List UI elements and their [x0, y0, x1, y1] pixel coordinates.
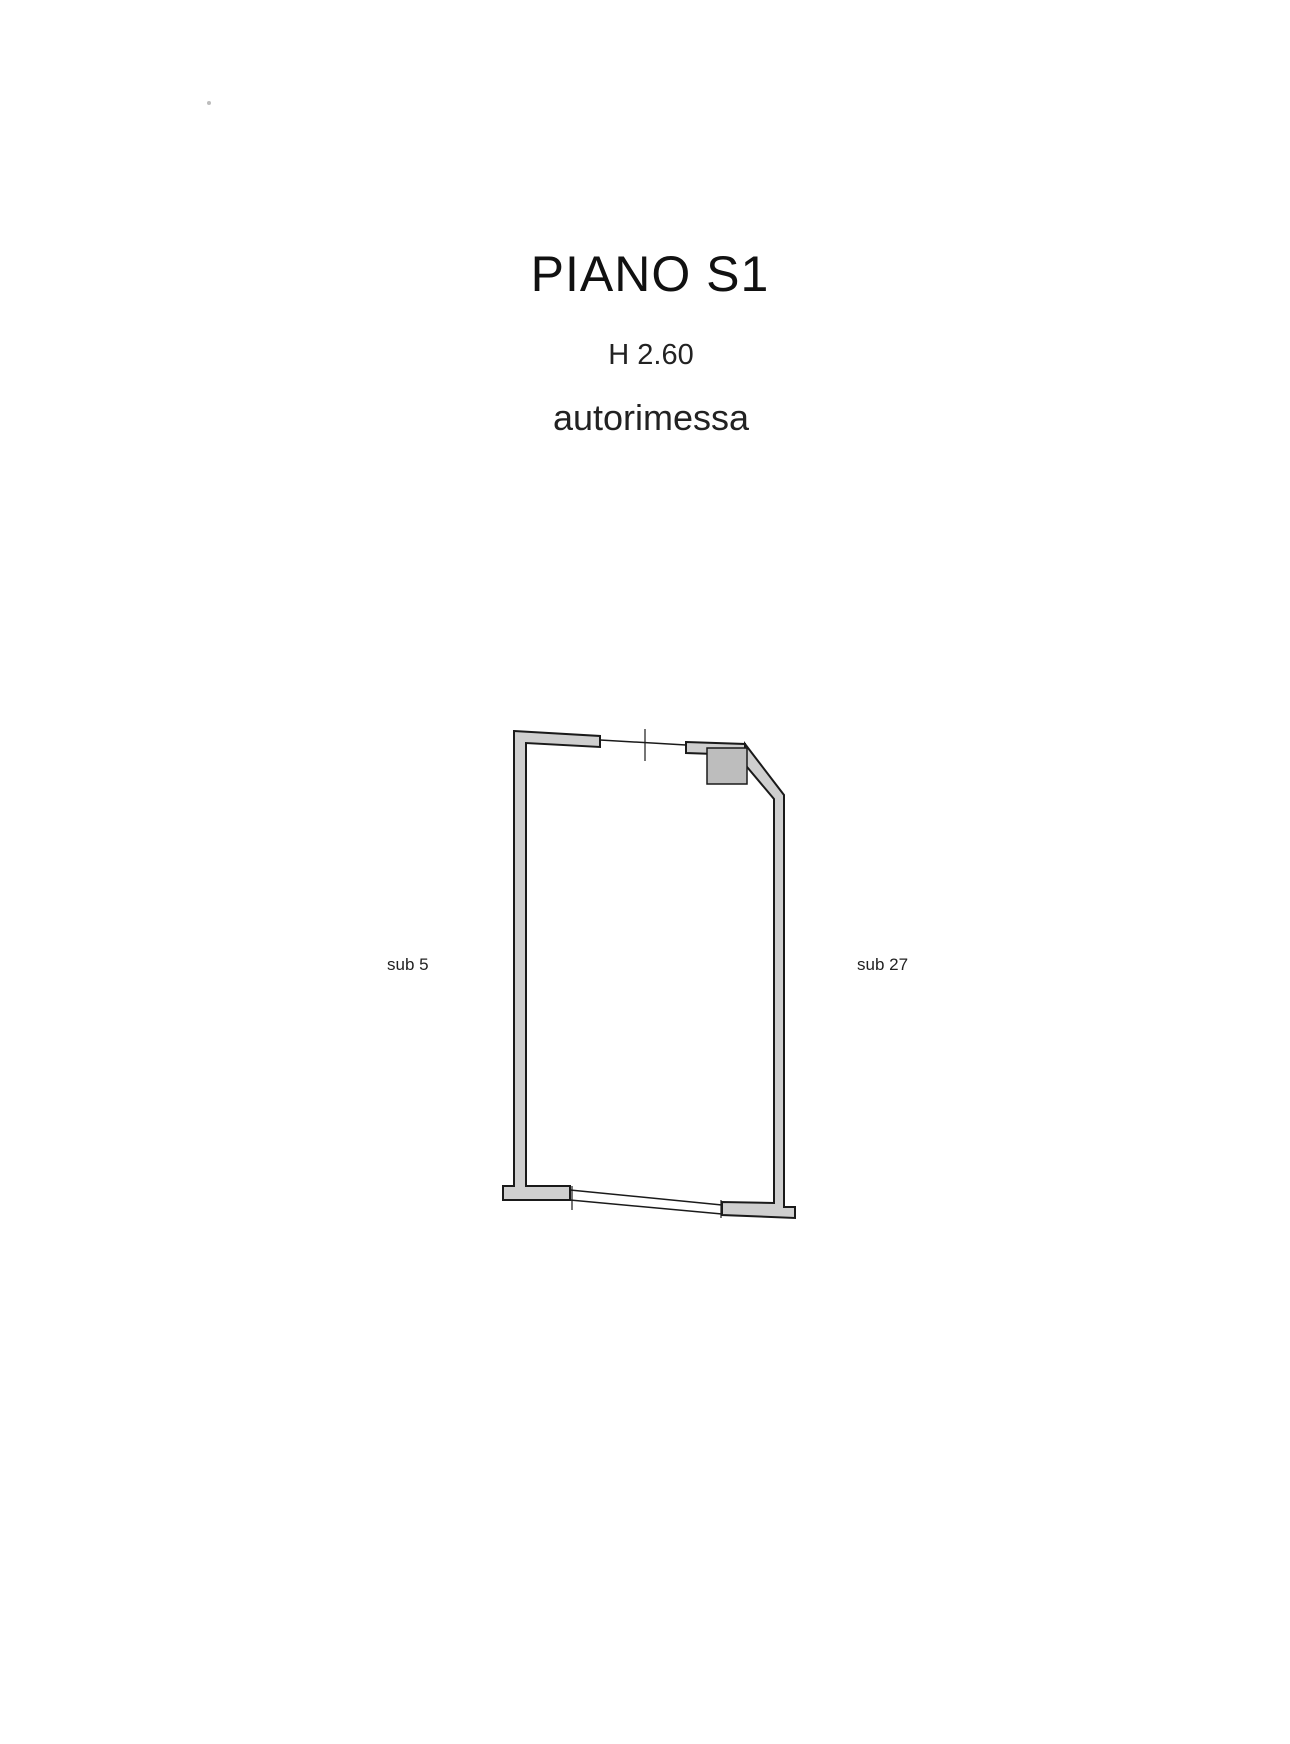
adjacent-unit-left-label: sub 5 — [387, 955, 429, 974]
floor-title: PIANO S1 — [530, 246, 770, 302]
ceiling-height-label: H 2.60 — [608, 339, 694, 371]
wall-right — [721, 741, 796, 1220]
wall-left — [502, 729, 601, 1201]
top-window-line-outer — [599, 739, 687, 746]
scan-dot — [207, 101, 211, 105]
bottom-opening-line-inner — [569, 1199, 723, 1215]
shaft-block — [706, 747, 748, 785]
adjacent-unit-right-label: sub 27 — [857, 955, 909, 974]
bottom-opening-line-outer — [569, 1189, 723, 1206]
room-name-label: autorimessa — [552, 397, 750, 438]
